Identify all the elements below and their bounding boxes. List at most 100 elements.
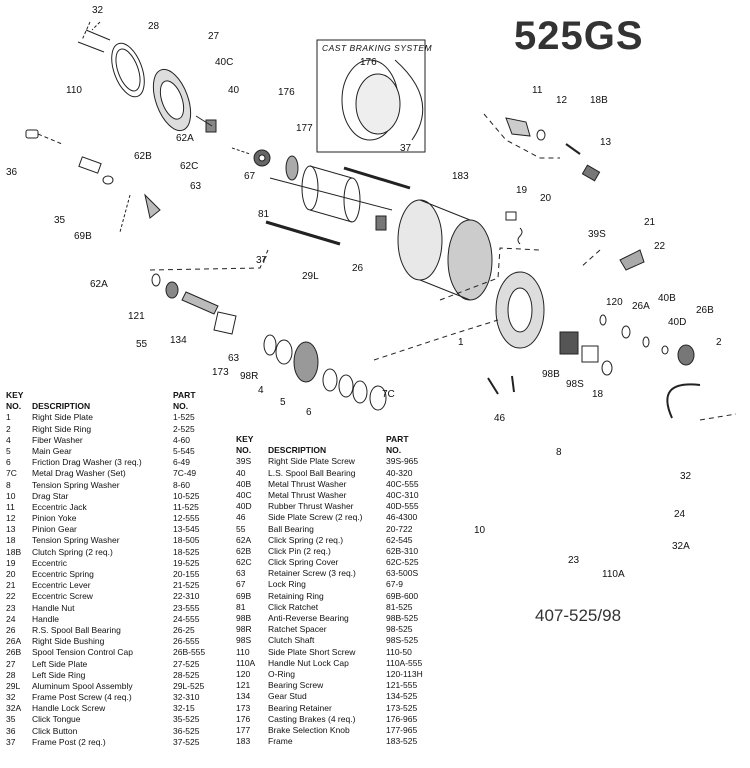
part-number-cell: 21-525 <box>173 580 200 591</box>
callout-7c: 7C <box>382 389 395 400</box>
part-number-cell: 40C-310 <box>386 489 419 500</box>
part-number-cell: 62B-310 <box>386 545 419 556</box>
key-cell: 7C <box>6 468 17 479</box>
description-cell: Click Pin (2 req.) <box>268 545 331 556</box>
part-number-cell: 26-25 <box>173 624 195 635</box>
callout-24: 24 <box>674 509 686 520</box>
key-cell: 2 <box>6 423 11 434</box>
description-cell: Tension Spring Washer <box>32 479 120 490</box>
description-cell: Left Side Ring <box>32 669 86 680</box>
key-cell: 46 <box>236 512 246 523</box>
main-gear <box>293 341 319 383</box>
part-number-cell: 7C-49 <box>173 468 197 479</box>
description-cell: Pinion Yoke <box>32 513 77 524</box>
callout-8: 8 <box>556 447 562 458</box>
part-number-cell: 81-525 <box>386 601 413 612</box>
key-cell: 67 <box>236 579 246 590</box>
key-cell: 176 <box>236 713 251 724</box>
part-number-cell: 40C-555 <box>386 478 419 489</box>
description-cell: Handle Nut <box>32 602 75 613</box>
description-cell: Eccentric Lever <box>32 580 91 591</box>
key-cell: 22 <box>6 591 16 602</box>
key-cell: 28 <box>6 669 16 680</box>
part-number-cell: 13-545 <box>173 524 200 535</box>
key-cell: 5 <box>6 445 11 456</box>
part-number-cell: 18-505 <box>173 535 200 546</box>
description-cell: Frame Post (2 req.) <box>32 736 106 747</box>
description-cell: Friction Drag Washer (3 req.) <box>32 457 142 468</box>
key-cell: 81 <box>236 601 246 612</box>
key-cell: 10 <box>6 490 16 501</box>
callout-32: 32 <box>92 5 104 16</box>
part-number-cell: 173-525 <box>386 702 418 713</box>
key-cell: 98R <box>236 624 252 635</box>
part-number-cell: 29L-525 <box>173 680 205 691</box>
callout-177: 177 <box>296 123 313 134</box>
part-number-cell: 27-525 <box>173 658 200 669</box>
header-part-no-r: NO. <box>386 445 402 456</box>
description-cell: Click Ratchet <box>268 601 319 612</box>
callout-183: 183 <box>452 171 469 182</box>
callout-36: 36 <box>6 167 18 178</box>
inset-title: CAST BRAKING SYSTEM <box>322 43 433 53</box>
header-part-r: PART <box>386 434 409 444</box>
callout-176: 176 <box>278 87 295 98</box>
description-cell: Drag Star <box>32 490 69 501</box>
callout-134: 134 <box>170 335 187 346</box>
description-cell: Eccentric Spring <box>32 569 94 579</box>
part-number-cell: 19-525 <box>173 557 200 568</box>
ball-bearing-40 <box>205 119 217 133</box>
part-number-cell: 23-555 <box>173 602 200 613</box>
part-number-cell: 110-50 <box>386 646 412 657</box>
part-number-cell: 24-555 <box>173 613 200 624</box>
description-cell: Click Spring (2 req.) <box>268 534 344 545</box>
callout-110: 110 <box>66 85 82 96</box>
callout-32a: 32A <box>672 541 690 552</box>
description-cell: Pinion Gear <box>32 524 77 535</box>
part-number-cell: 5-545 <box>173 445 195 456</box>
part-number-cell: 176-965 <box>386 713 418 724</box>
callout-1: 1 <box>458 337 464 348</box>
part-number-cell: 67-9 <box>386 579 404 590</box>
description-cell: Left Side Plate <box>32 658 88 669</box>
callout-26a: 26A <box>632 301 650 312</box>
left-side-ring <box>111 42 145 98</box>
part-number-cell: 62-545 <box>386 534 413 545</box>
callout-5: 5 <box>280 397 286 408</box>
description-cell: Clutch Spring (2 req.) <box>32 546 113 557</box>
key-cell: 37 <box>6 736 16 747</box>
frame <box>397 199 443 281</box>
key-cell: 98B <box>236 613 252 623</box>
description-cell: R.S. Spool Ball Bearing <box>32 624 121 635</box>
callout-46: 46 <box>494 413 506 424</box>
key-cell: 20 <box>6 569 16 579</box>
callout-62a: 62A <box>176 133 194 144</box>
description-cell: Right Side Plate Screw <box>268 456 355 467</box>
callout-32-lower: 32 <box>680 471 692 482</box>
description-cell: Fiber Washer <box>32 434 83 445</box>
description-cell: Casting Brakes (4 req.) <box>268 713 356 724</box>
